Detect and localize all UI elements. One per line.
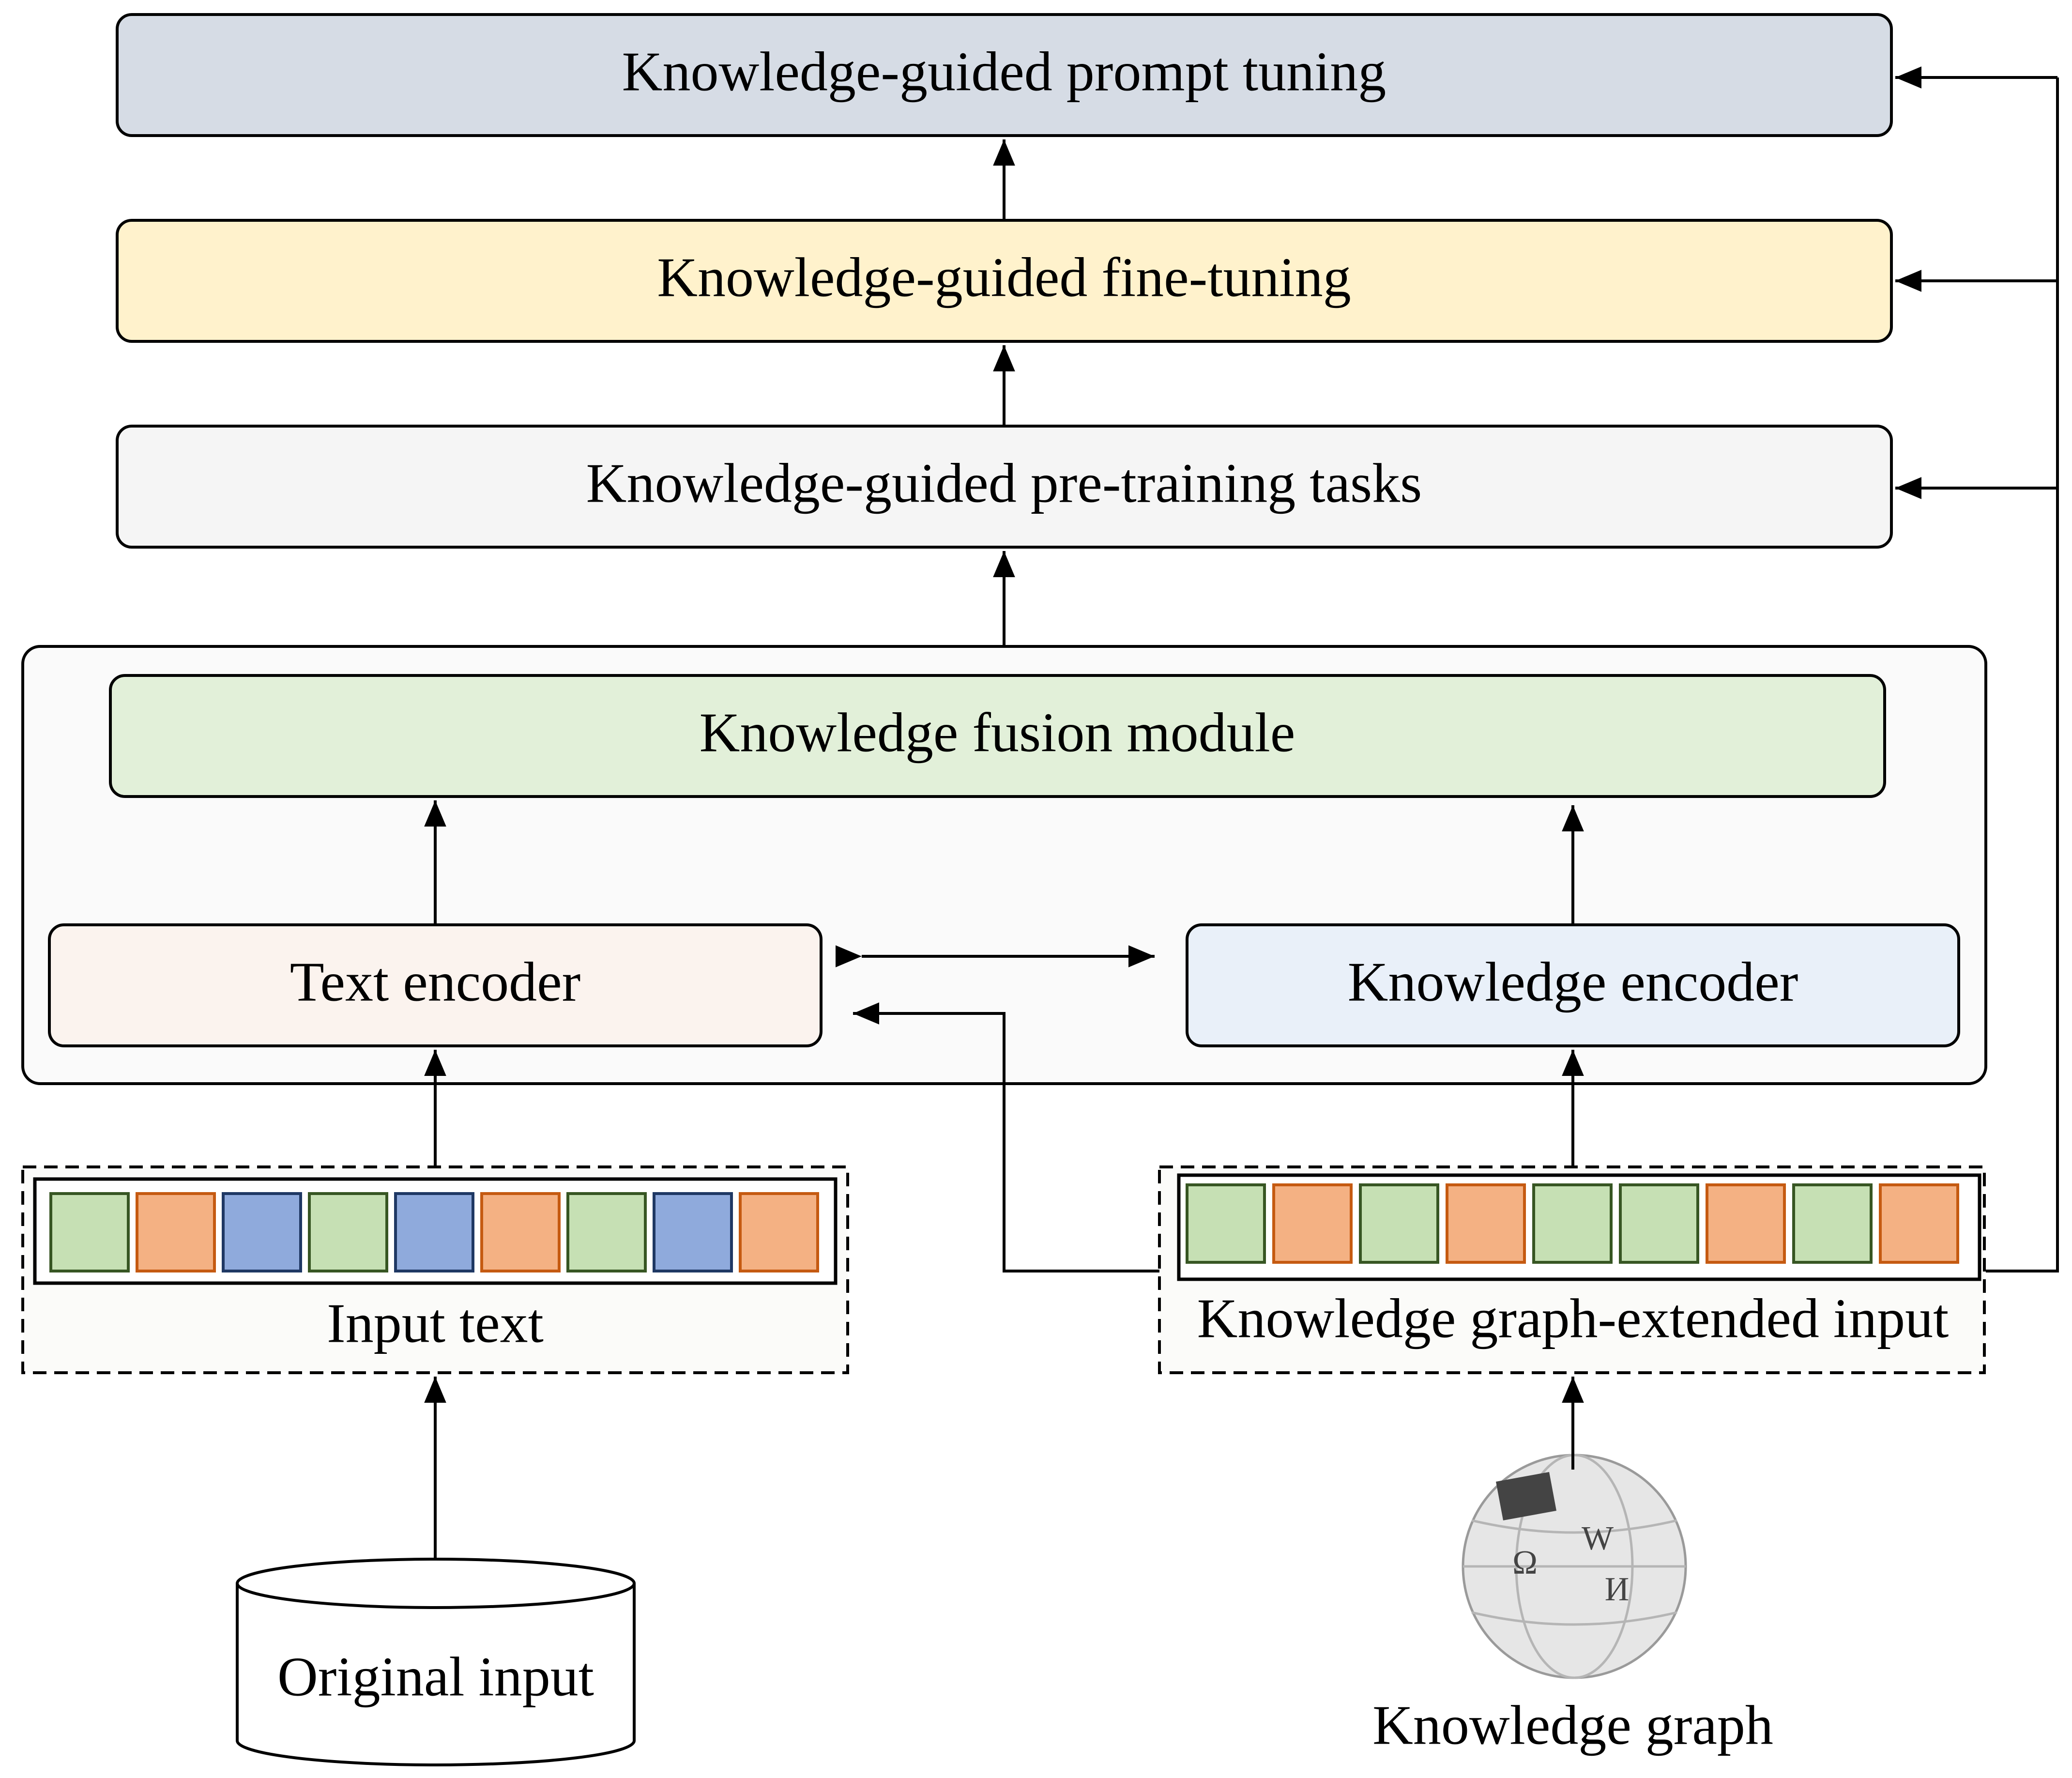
knowledge-encoder-label: Knowledge encoder	[1348, 951, 1798, 1013]
input-text-token-blue	[653, 1192, 733, 1272]
feedback-line	[1986, 77, 2059, 1272]
input-text-token-orange	[739, 1192, 819, 1272]
kg-input-token-orange	[1879, 1183, 1959, 1264]
input-text-token-green	[49, 1192, 130, 1272]
fusion-module-box	[109, 674, 1886, 798]
input-text-token-blue	[394, 1192, 474, 1272]
pretraining-tasks-label: Knowledge-guided pre-training tasks	[586, 453, 1422, 515]
wikipedia-globe-icon: Ω W И	[1462, 1454, 1687, 1679]
input-text-token-blue	[222, 1192, 302, 1272]
kg-input-token-green	[1792, 1183, 1873, 1264]
arrow-kg-input-to-text-encoder	[853, 1002, 1159, 1272]
kg-input-token-green	[1359, 1183, 1439, 1264]
kg-input-token-green	[1619, 1183, 1699, 1264]
fine-tuning-label: Knowledge-guided fine-tuning	[657, 247, 1351, 309]
input-text-label: Input text	[327, 1293, 544, 1355]
input-text-tokens	[49, 1192, 819, 1272]
prompt-tuning-box	[116, 13, 1893, 137]
kg-input-token-orange	[1706, 1183, 1786, 1264]
knowledge-graph-label: Knowledge graph	[1372, 1695, 1773, 1757]
prompt-tuning-label: Knowledge-guided prompt tuning	[622, 41, 1386, 103]
kg-input-token-green	[1532, 1183, 1613, 1264]
kg-input-token-orange	[1446, 1183, 1526, 1264]
kg-input-token-green	[1186, 1183, 1266, 1264]
fusion-module-label: Knowledge fusion module	[700, 702, 1295, 764]
svg-text:W: W	[1582, 1520, 1614, 1557]
input-text-token-green	[308, 1192, 388, 1272]
kg-input-label: Knowledge graph-extended input	[1197, 1288, 1949, 1350]
kg-input-tokens	[1186, 1183, 1959, 1264]
kg-input-token-orange	[1272, 1183, 1353, 1264]
svg-text:И: И	[1605, 1571, 1630, 1608]
svg-text:Ω: Ω	[1512, 1544, 1538, 1581]
original-input-cylinder	[236, 1558, 636, 1766]
input-text-token-orange	[136, 1192, 216, 1272]
original-input-label: Original input	[277, 1646, 594, 1708]
input-text-token-green	[566, 1192, 647, 1272]
input-text-token-orange	[480, 1192, 561, 1272]
text-encoder-label: Text encoder	[290, 951, 581, 1013]
